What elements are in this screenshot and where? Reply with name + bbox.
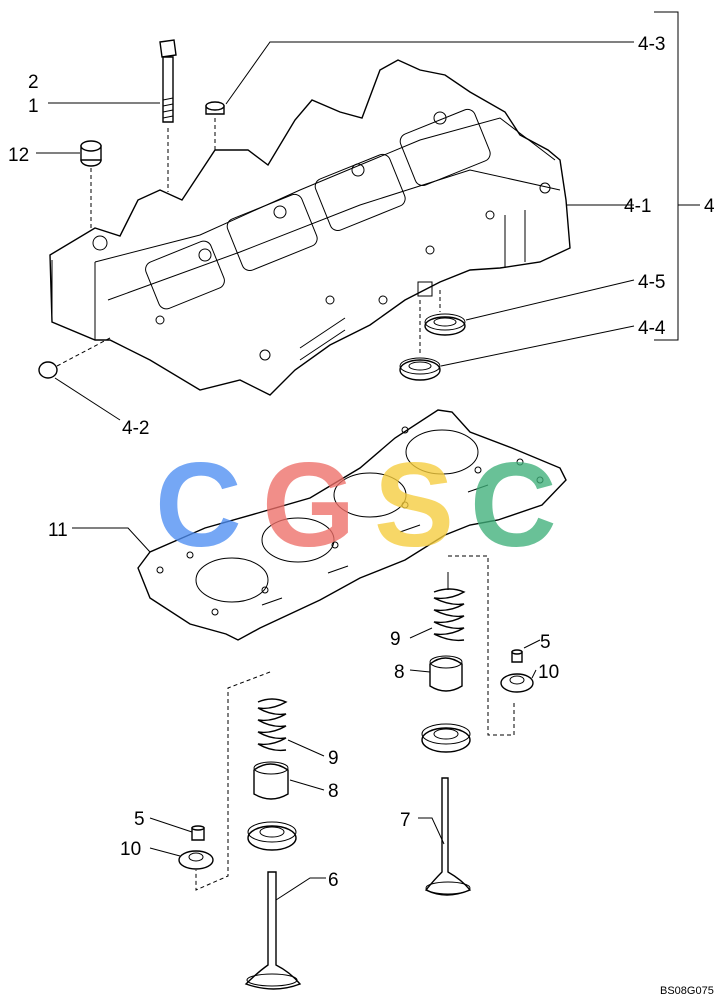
label-4-5: 4-5 [638,272,665,293]
label-12: 12 [8,145,29,166]
group-4-bracket [654,11,700,341]
valve-spring-left [257,698,288,752]
head-gasket [137,409,567,641]
leader-line-4-4 [440,325,635,367]
watermark-letter: C [155,438,242,572]
leader-line-5-left [149,817,193,833]
valve-retainer-right [500,673,534,693]
label-9-left: 9 [328,748,339,769]
valve-cotter-right [511,649,523,663]
label-4-2: 4-2 [122,418,149,439]
leader-line-8-left [289,779,325,791]
plug-4-3 [205,101,225,150]
watermark-letter: G [262,438,355,572]
head-bolt [159,39,177,192]
valve-spring-right [433,572,466,642]
valve-cotter-left [191,825,205,841]
label-7: 7 [400,810,411,831]
label-1: 1 [28,96,39,117]
label-11: 11 [48,520,68,541]
leader-line-4-2 [54,377,121,421]
leader-line-9-left [287,739,325,757]
watermark-letter: S [374,438,454,572]
label-4-3: 4-3 [638,34,665,55]
leader-line-11 [72,527,151,553]
valve-seat-4-5 [424,313,466,336]
cylinder-head [49,59,571,396]
leader-line-6 [275,877,326,901]
leader-line-9-right [409,627,433,639]
label-10-right: 10 [538,662,559,683]
label-5-left: 5 [134,809,145,830]
leader-line-7 [418,817,445,845]
plug-4-2 [38,337,111,379]
leader-line-5-right [523,639,541,649]
leader-line-8-right [409,669,431,673]
leader-line-4-5 [465,279,635,321]
valve-stem-seal-right [429,655,463,692]
label-4: 4 [704,196,715,217]
watermark-letter: C [470,438,557,572]
valve-stem-seal-left [253,761,289,800]
leader-line-10-left [149,847,181,857]
label-6: 6 [328,870,339,891]
label-4-4: 4-4 [638,318,666,339]
leader-line-4-3 [225,41,634,105]
valve-6 [244,871,302,990]
dowel-pin [80,140,102,228]
label-2: 2 [28,72,39,93]
valve-seat-right [421,723,471,753]
label-9-right: 9 [390,629,401,650]
valve-7 [424,777,472,896]
label-4-1: 4-1 [624,196,651,217]
valve-seat-left [247,821,297,851]
label-8-right: 8 [394,662,405,683]
watermark-logo: C G S C [155,438,557,572]
label-5-right: 5 [540,632,551,653]
valve-retainer-left [178,850,214,870]
label-8-left: 8 [328,781,339,802]
drawing-code: BS08G075 [660,985,714,997]
leader-line-10-right [531,669,537,679]
valve-seat-4-4 [399,357,441,381]
label-10-left: 10 [120,839,141,860]
